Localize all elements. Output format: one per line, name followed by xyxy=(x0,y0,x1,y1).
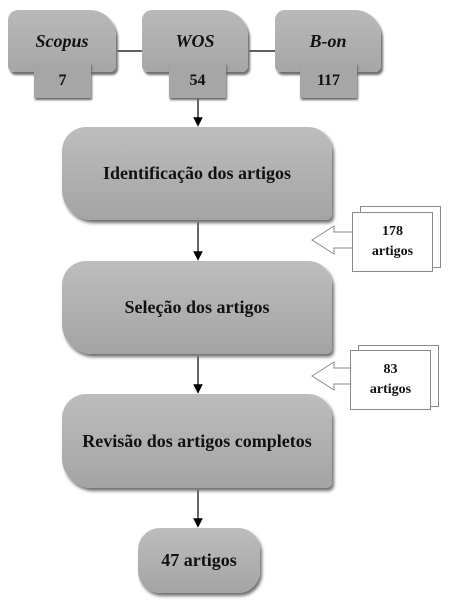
excluded-note-1-number: 178 xyxy=(382,224,403,239)
excluded-arrow-1 xyxy=(311,225,355,255)
excluded-note-1: 178 artigos xyxy=(352,212,433,272)
source-bon-count: 117 xyxy=(300,63,357,98)
excluded-note-1-unit: artigos xyxy=(371,244,414,259)
source-scopus-label: Scopus xyxy=(35,30,89,51)
stage-identification: Identificação dos artigos xyxy=(62,127,332,220)
stage-review-label: Revisão dos artigos completos xyxy=(82,430,312,451)
excluded-note-2: 83 artigos xyxy=(350,350,431,410)
excluded-arrow-2 xyxy=(311,361,355,391)
source-scopus: Scopus xyxy=(8,10,116,72)
final-result-label: 47 artigos xyxy=(161,550,237,570)
source-bon: B-on xyxy=(275,10,381,72)
source-wos-label: WOS xyxy=(175,30,215,51)
source-wos-count: 54 xyxy=(169,63,226,98)
stage-selection-label: Seleção dos artigos xyxy=(124,297,270,317)
excluded-note-2-number: 83 xyxy=(383,362,398,377)
stage-identification-label: Identificação dos artigos xyxy=(103,163,291,183)
source-wos: WOS xyxy=(142,10,248,72)
source-bon-label: B-on xyxy=(309,30,347,51)
stage-selection: Seleção dos artigos xyxy=(62,261,332,354)
final-result: 47 artigos xyxy=(138,528,260,593)
source-scopus-count: 7 xyxy=(34,63,91,98)
stage-review: Revisão dos artigos completos xyxy=(62,394,332,488)
excluded-note-2-unit: artigos xyxy=(369,382,412,397)
